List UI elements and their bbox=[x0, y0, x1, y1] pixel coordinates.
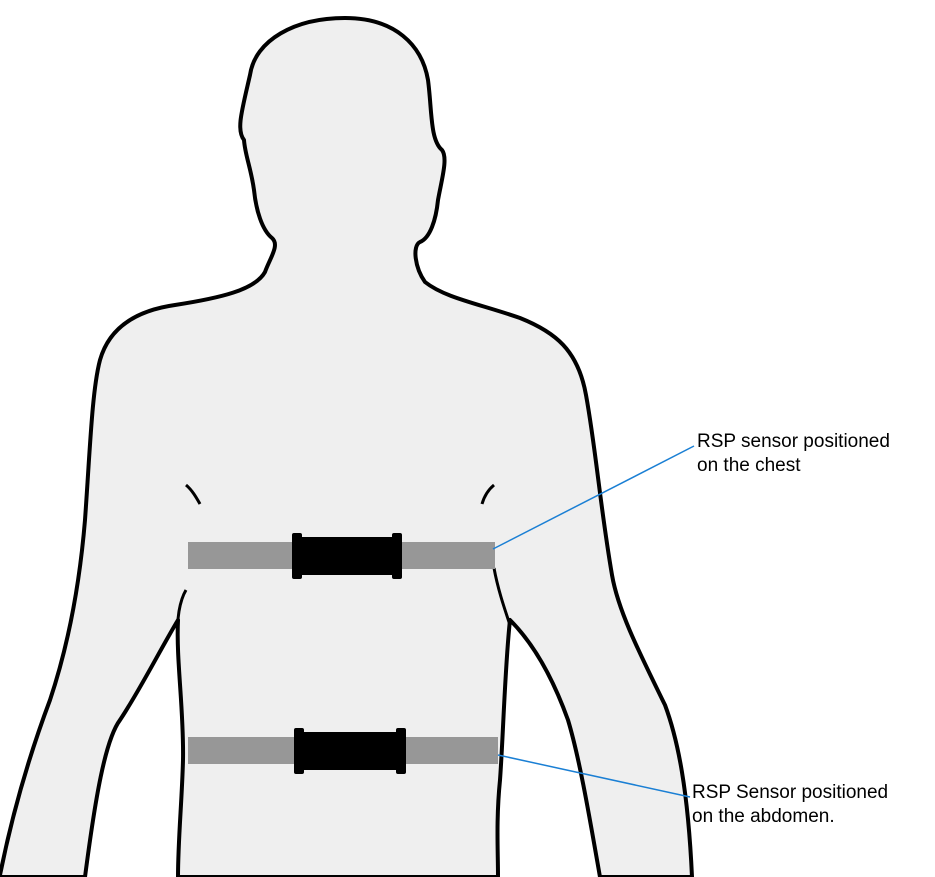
chest-label-line2: on the chest bbox=[697, 454, 890, 478]
chest-sensor-label: RSP sensor positioned on the chest bbox=[697, 430, 890, 478]
abdomen-label-line2: on the abdomen. bbox=[692, 805, 888, 829]
abdomen-sensor-body bbox=[298, 732, 402, 770]
abdomen-sensor-right-clip bbox=[396, 728, 406, 774]
abdomen-sensor-left-clip bbox=[294, 728, 304, 774]
chest-sensor-body bbox=[296, 537, 398, 575]
chest-sensor-left-clip bbox=[292, 533, 302, 579]
abdomen-sensor-label: RSP Sensor positioned on the abdomen. bbox=[692, 781, 888, 829]
chest-label-line1: RSP sensor positioned bbox=[697, 430, 890, 454]
abdomen-label-line1: RSP Sensor positioned bbox=[692, 781, 888, 805]
chest-sensor-right-clip bbox=[392, 533, 402, 579]
